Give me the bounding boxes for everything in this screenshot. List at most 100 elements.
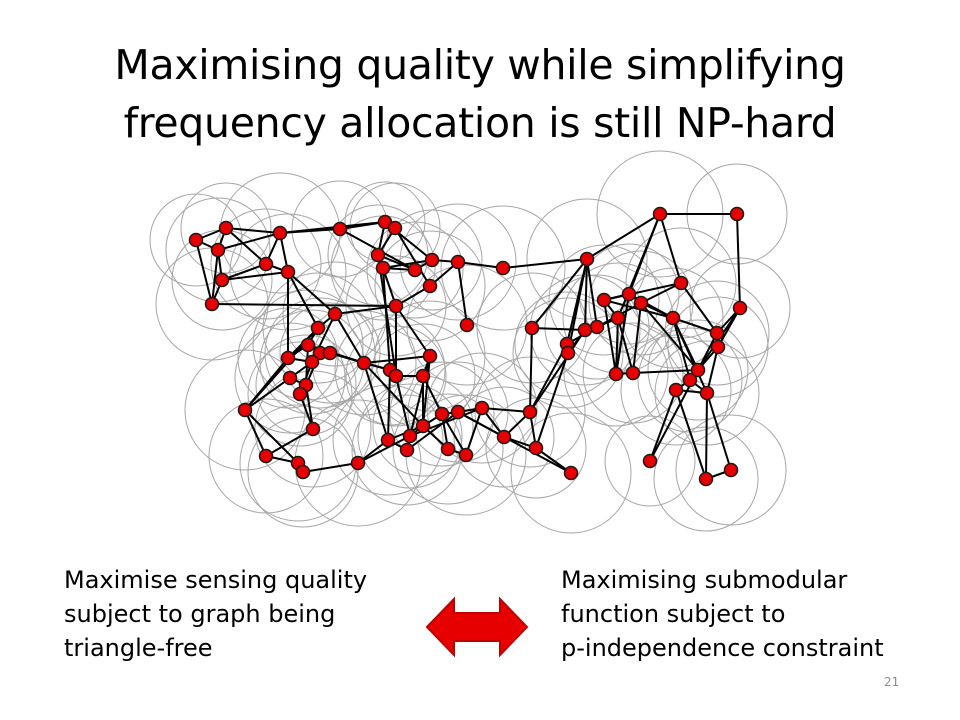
graph-node-70 <box>474 400 490 416</box>
graph-edge-6 <box>221 263 267 281</box>
graph-edge-142 <box>680 282 718 334</box>
graph-edge-116 <box>615 317 619 375</box>
graph-node-44 <box>589 319 605 335</box>
graph-node-53 <box>690 362 706 378</box>
left-caption-line-3: triangle-free <box>64 634 213 662</box>
graph-edge-150 <box>672 317 691 381</box>
graph-node-1 <box>218 220 234 236</box>
graph-node-25 <box>282 370 298 386</box>
sensing-range-circle-66 <box>357 383 463 489</box>
graph-node-33 <box>459 317 475 333</box>
sensing-range-circle-13 <box>366 221 464 319</box>
sensing-range-circle-70 <box>426 352 538 464</box>
graph-edge-170 <box>217 232 281 251</box>
graph-node-75 <box>458 447 474 463</box>
graph-edge-7 <box>195 239 213 305</box>
right-caption-line-2: function subject to <box>561 600 786 628</box>
double-arrow-icon <box>425 596 529 658</box>
graph-node-3 <box>204 296 220 312</box>
graph-node-19 <box>310 320 326 336</box>
graph-node-76 <box>440 441 456 457</box>
graph-edge-31 <box>659 213 682 284</box>
sensing-range-circle-77 <box>604 415 696 507</box>
graph-node-18 <box>327 306 343 322</box>
sensing-range-circle-74 <box>510 412 632 534</box>
sensing-range-circle-51 <box>667 296 769 398</box>
graph-edge-137 <box>640 302 699 371</box>
graph-node-11 <box>370 247 386 263</box>
graph-edge-126 <box>529 329 586 413</box>
graph-edge-118 <box>632 302 642 374</box>
graph-node-20 <box>300 337 316 353</box>
graph-node-28 <box>356 355 372 371</box>
graph-node-43 <box>610 310 626 326</box>
right-caption-line-3: p-independence constraint <box>561 634 884 662</box>
sensing-range-circle-34 <box>440 205 566 331</box>
graph-node-37 <box>729 206 745 222</box>
graph-edge-27 <box>502 258 588 269</box>
graph-node-66 <box>402 428 418 444</box>
sensing-range-circle-76 <box>392 393 504 505</box>
graph-edge-60 <box>265 428 314 457</box>
graph-edge-143 <box>672 317 708 394</box>
sensing-range-circle-68 <box>389 361 495 467</box>
graph-edge-93 <box>305 384 314 430</box>
right-caption-line-1: Maximising submodular <box>561 566 848 594</box>
graph-edge-63 <box>244 409 299 464</box>
graph-edge-158 <box>409 355 431 437</box>
left-caption-line-1: Maximise sensing quality <box>64 566 368 594</box>
graph-node-13 <box>407 262 423 278</box>
sensing-range-circle-56 <box>620 334 732 446</box>
graph-edge-120 <box>603 299 617 375</box>
graph-edge-145 <box>705 392 708 480</box>
graph-edge-165 <box>615 293 630 375</box>
graph-node-5 <box>258 256 274 272</box>
sensing-range-circle-62 <box>247 416 359 528</box>
graph-node-2 <box>210 242 226 258</box>
graph-edge-161 <box>357 435 411 464</box>
left-caption: Maximise sensing quality subject to grap… <box>64 563 367 665</box>
graph-node-67 <box>415 418 431 434</box>
graph-edge-135 <box>628 213 661 295</box>
graph-edge-88 <box>441 413 467 456</box>
slide-title-line-2: frequency allocation is still NP-hard <box>123 99 837 147</box>
sensing-range-circle-47 <box>512 297 624 409</box>
graph-edge-166 <box>706 346 719 394</box>
graph-node-78 <box>698 471 714 487</box>
graph-edge-171 <box>211 303 397 307</box>
sensing-range-circle-27 <box>247 341 353 447</box>
graph-node-58 <box>237 402 253 418</box>
graph-node-48 <box>524 320 540 336</box>
graph-edge-169 <box>287 271 319 329</box>
graph-node-12 <box>375 260 391 276</box>
graph-node-77 <box>642 453 658 469</box>
graph-edge-45 <box>394 227 431 287</box>
sensing-range-circles <box>149 150 791 534</box>
graph-node-54 <box>625 365 641 381</box>
graph-node-30 <box>388 368 404 384</box>
graph-node-50 <box>709 325 725 341</box>
sensing-range-circle-40 <box>548 244 660 356</box>
graph-edge-100 <box>531 258 588 329</box>
graph-edge-163 <box>584 258 588 331</box>
graph-node-7 <box>280 264 296 280</box>
graph-edge-129 <box>535 352 569 449</box>
graph-edge-79 <box>465 407 483 456</box>
graph-node-6 <box>272 225 288 241</box>
sensing-range-circle-44 <box>544 274 650 380</box>
graph-edge-97 <box>382 267 391 371</box>
graph-node-45 <box>577 322 593 338</box>
graph-edge-3 <box>225 227 281 234</box>
graph-node-35 <box>579 251 595 267</box>
graph-node-15 <box>450 254 466 270</box>
graph-edge-98 <box>377 254 397 377</box>
sensing-range-circle-35 <box>526 198 648 320</box>
graph-node-59 <box>305 421 321 437</box>
graph-edge-92 <box>422 355 431 427</box>
graph-node-16 <box>422 278 438 294</box>
sensing-range-circle-25 <box>234 322 346 434</box>
graph-edge-44 <box>395 305 431 357</box>
graph-edge-162 <box>244 409 267 457</box>
graph-edge-123 <box>586 258 598 328</box>
